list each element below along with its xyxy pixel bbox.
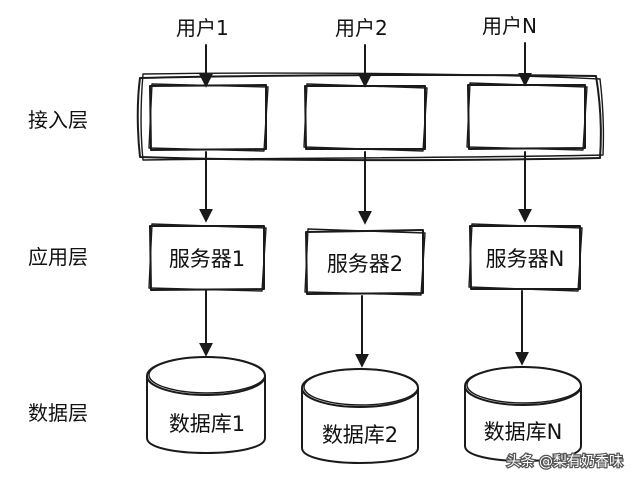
server-box-2: 服务器2 (304, 228, 426, 296)
server-label-1: 服务器1 (169, 247, 245, 271)
database-cylinder-n: 数据库N (464, 366, 582, 462)
watermark-text: 头条 @梨有奶香味 (507, 453, 623, 470)
access-slot-2 (303, 83, 428, 152)
server-box-1: 服务器1 (148, 223, 267, 292)
server-label-2: 服务器2 (327, 252, 403, 276)
database-label-2: 数据库2 (322, 423, 398, 447)
user-label-1: 用户1 (176, 16, 229, 40)
access-layer-container (136, 72, 605, 162)
access-slot-1 (148, 83, 269, 152)
database-cylinder-1: 数据库1 (146, 356, 266, 454)
database-cylinder-2: 数据库2 (301, 368, 419, 464)
layer-label-access: 接入层 (28, 108, 88, 132)
layer-label-application: 应用层 (28, 245, 88, 269)
database-label-1: 数据库1 (169, 412, 245, 436)
user-label-n: 用户N (482, 14, 537, 38)
access-slot-n (466, 82, 588, 151)
database-label-n: 数据库N (484, 420, 563, 444)
server-label-n: 服务器N (486, 247, 565, 271)
layer-label-data: 数据层 (28, 401, 88, 425)
server-box-n: 服务器N (468, 223, 583, 292)
user-label-2: 用户2 (335, 16, 388, 40)
